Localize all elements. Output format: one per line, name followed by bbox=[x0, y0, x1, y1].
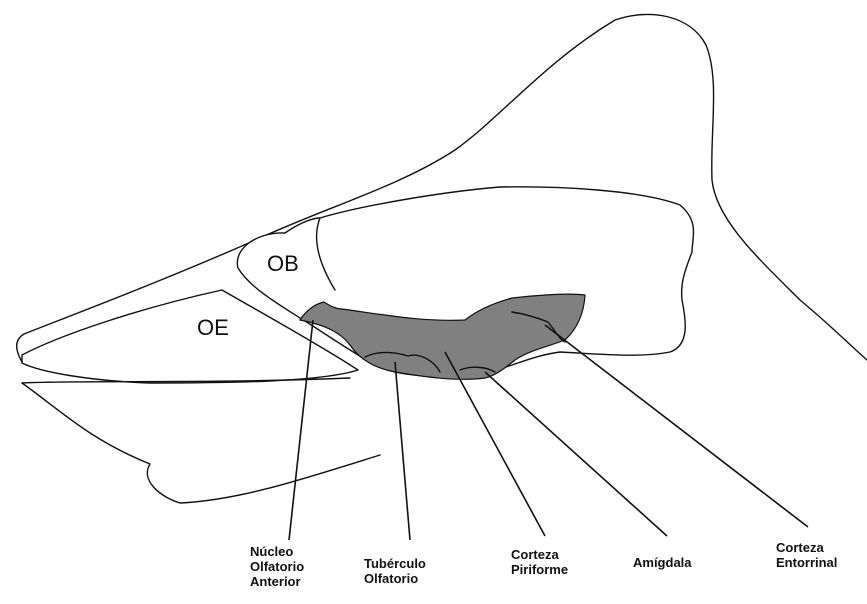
caption-piriform-cortex: Corteza Piriforme bbox=[511, 547, 568, 577]
caption-olfactory-tubercle: Tubérculo Olfatorio bbox=[364, 556, 426, 586]
pointer-entorhinal-cortex bbox=[545, 325, 808, 527]
pointer-amygdala bbox=[485, 372, 667, 536]
pointer-piriform-cortex bbox=[445, 352, 545, 536]
olfactory-epithelium-label: OE bbox=[197, 315, 229, 340]
lower-jaw-outline bbox=[22, 383, 380, 503]
olfactory-bulb-label: OB bbox=[267, 251, 299, 276]
caption-anterior-olfactory-nucleus: Núcleo Olfatorio Anterior bbox=[250, 544, 304, 589]
caption-entorhinal-cortex: Corteza Entorrinal bbox=[776, 540, 837, 570]
pointer-olfactory-tubercle bbox=[395, 362, 410, 540]
caption-amygdala: Amígdala bbox=[633, 555, 692, 570]
pointer-anterior-olfactory-nucleus bbox=[289, 320, 313, 540]
